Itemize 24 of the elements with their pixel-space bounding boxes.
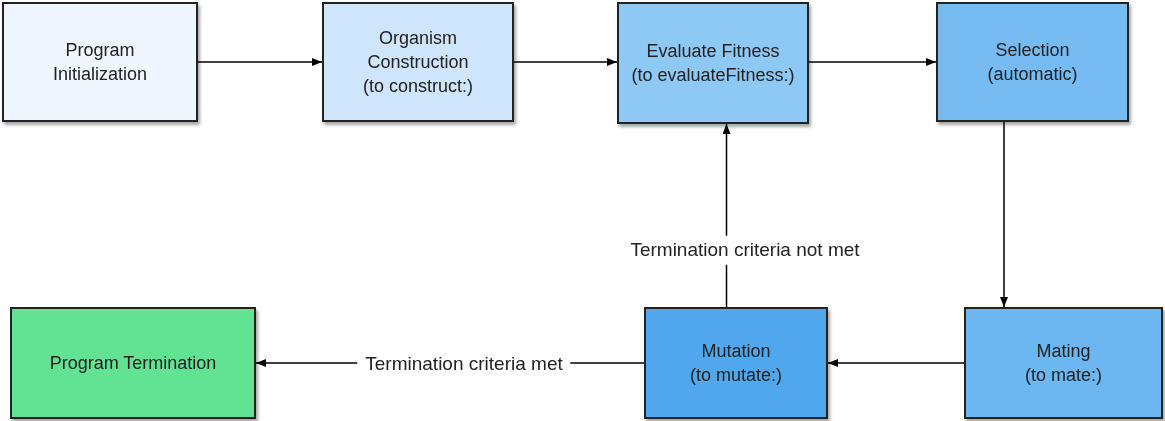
box-text: Selection (995, 39, 1070, 62)
box-text: Organism Construction (366, 27, 470, 74)
process-box (10, 307, 256, 419)
box-text: (to mutate:) (690, 364, 782, 387)
box-text: Mating (1036, 340, 1091, 363)
arrow (827, 359, 965, 367)
process-box (617, 2, 809, 124)
arrow (1000, 121, 1008, 308)
box-text: (to construct:) (363, 75, 473, 98)
box-text: (automatic) (987, 63, 1078, 86)
process-box (936, 2, 1129, 122)
arrow (513, 58, 618, 66)
process-box (964, 307, 1163, 419)
process-box (2, 2, 198, 122)
arrow (808, 58, 937, 66)
box-text: Program Initialization (51, 39, 149, 86)
process-box (322, 2, 514, 122)
box-text: Mutation (701, 340, 771, 363)
box-text: (to evaluateFitness:) (631, 64, 795, 87)
box-text: (to mate:) (1025, 364, 1102, 387)
arrow (197, 58, 323, 66)
box-text: Program Termination (49, 352, 217, 375)
process-box (644, 307, 828, 419)
box-text: Evaluate Fitness (646, 40, 780, 63)
